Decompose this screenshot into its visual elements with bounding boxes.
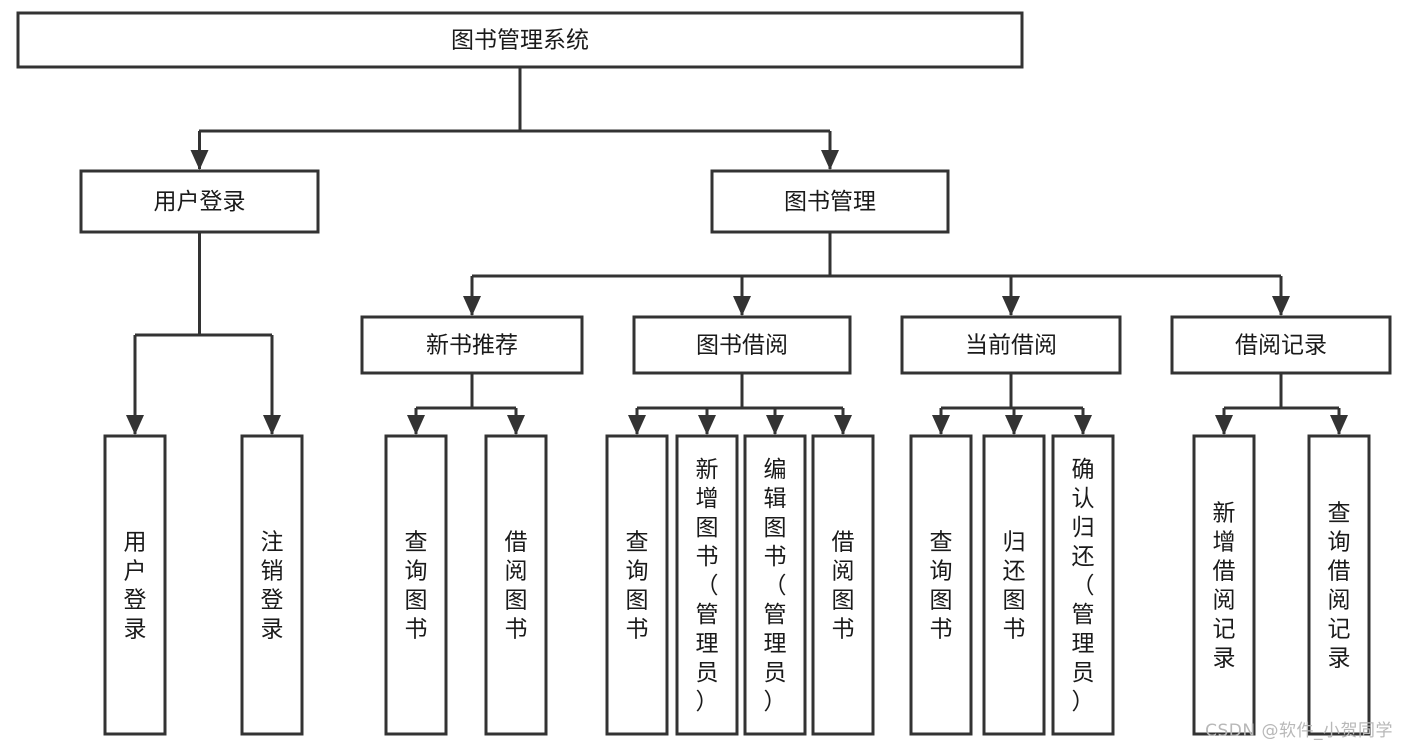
arrow-head-icon-leaf-query-book-recommend: [407, 415, 425, 435]
node-leaf-return-book-box[interactable]: [982, 434, 1046, 736]
node-book-borrow-box[interactable]: [632, 315, 852, 375]
node-leaf-confirm-return[interactable]: 确认归还（管理员）: [1051, 434, 1115, 736]
node-leaf-edit-book-box[interactable]: [743, 434, 807, 736]
node-leaf-query-book-recommend-label: 查询图书: [405, 530, 428, 643]
arrow-head-icon-leaf-add-book: [698, 415, 716, 435]
node-leaf-query-record-label: 查询借阅记录: [1328, 501, 1351, 672]
node-current-borrow[interactable]: 当前借阅: [900, 315, 1122, 375]
node-root-box[interactable]: [16, 11, 1024, 69]
node-leaf-borrow-book[interactable]: 借阅图书: [811, 434, 875, 736]
node-user-login-box[interactable]: [79, 169, 320, 234]
arrow-head-icon-leaf-query-book-borrow: [628, 415, 646, 435]
node-leaf-add-record-label: 新增借阅记录: [1213, 501, 1236, 672]
nodes-layer: 图书管理系统用户登录图书管理新书推荐图书借阅当前借阅借阅记录用户登录注销登录查询…: [16, 11, 1392, 736]
arrow-head-icon-borrow-record: [1272, 296, 1290, 316]
arrow-head-icon-user-login: [190, 150, 209, 170]
node-leaf-query-book-current[interactable]: 查询图书: [909, 434, 973, 736]
node-current-borrow-box[interactable]: [900, 315, 1122, 375]
arrow-head-icon-leaf-add-record: [1215, 415, 1233, 435]
node-leaf-borrow-book-label: 借阅图书: [832, 530, 855, 643]
node-leaf-edit-book-label: 编辑图书（管理员）: [764, 457, 787, 715]
node-leaf-query-record-box[interactable]: [1307, 434, 1371, 736]
node-leaf-borrow-book-recommend-label: 借阅图书: [505, 530, 528, 643]
node-new-book-recommend-label: 新书推荐: [426, 333, 518, 359]
node-leaf-query-book-current-box[interactable]: [909, 434, 973, 736]
node-book-borrow[interactable]: 图书借阅: [632, 315, 852, 375]
arrow-head-icon-leaf-edit-book: [766, 415, 784, 435]
node-leaf-query-book-current-label: 查询图书: [930, 530, 953, 643]
node-borrow-record-box[interactable]: [1170, 315, 1392, 375]
arrow-head-icon-leaf-confirm-return: [1074, 415, 1092, 435]
node-leaf-query-book-recommend-box[interactable]: [384, 434, 448, 736]
node-leaf-logout-label: 注销登录: [261, 530, 284, 643]
arrow-head-icon-leaf-user-login: [126, 415, 144, 435]
node-leaf-add-book[interactable]: 新增图书（管理员）: [675, 434, 739, 736]
node-borrow-record-label: 借阅记录: [1235, 333, 1327, 359]
node-leaf-user-login-label: 用户登录: [124, 530, 147, 643]
arrow-head-icon-leaf-return-book: [1005, 415, 1023, 435]
node-leaf-add-record-box[interactable]: [1192, 434, 1256, 736]
arrow-head-icon-book-management: [821, 150, 839, 170]
node-root[interactable]: 图书管理系统: [16, 11, 1024, 69]
node-leaf-return-book-label: 归还图书: [1003, 530, 1026, 643]
node-book-management[interactable]: 图书管理: [710, 169, 950, 234]
arrow-head-icon-book-borrow: [733, 296, 751, 316]
node-leaf-query-book-borrow-label: 查询图书: [626, 530, 649, 643]
arrow-head-icon-leaf-borrow-book-recommend: [507, 415, 525, 435]
node-book-borrow-label: 图书借阅: [696, 333, 788, 359]
arrow-head-icon-leaf-query-record: [1330, 415, 1348, 435]
node-new-book-recommend-box[interactable]: [360, 315, 584, 375]
arrow-head-icon-leaf-query-book-current: [932, 415, 950, 435]
node-leaf-edit-book[interactable]: 编辑图书（管理员）: [743, 434, 807, 736]
node-root-label: 图书管理系统: [451, 28, 589, 54]
node-leaf-confirm-return-label: 确认归还（管理员）: [1072, 457, 1095, 715]
node-leaf-return-book[interactable]: 归还图书: [982, 434, 1046, 736]
connectors-layer: [126, 67, 1348, 435]
node-leaf-logout-box[interactable]: [240, 434, 304, 736]
node-leaf-query-book-borrow-box[interactable]: [605, 434, 669, 736]
node-book-management-label: 图书管理: [784, 189, 876, 215]
arrow-head-icon-new-book-recommend: [463, 296, 481, 316]
node-leaf-borrow-book-recommend-box[interactable]: [484, 434, 548, 736]
node-leaf-query-book-borrow[interactable]: 查询图书: [605, 434, 669, 736]
node-user-login[interactable]: 用户登录: [79, 169, 320, 234]
arrow-head-icon-leaf-logout: [263, 415, 281, 435]
node-leaf-borrow-book-recommend[interactable]: 借阅图书: [484, 434, 548, 736]
node-leaf-query-record[interactable]: 查询借阅记录: [1307, 434, 1371, 736]
node-leaf-user-login[interactable]: 用户登录: [103, 434, 167, 736]
node-new-book-recommend[interactable]: 新书推荐: [360, 315, 584, 375]
node-borrow-record[interactable]: 借阅记录: [1170, 315, 1392, 375]
node-book-management-box[interactable]: [710, 169, 950, 234]
node-leaf-logout[interactable]: 注销登录: [240, 434, 304, 736]
node-leaf-borrow-book-box[interactable]: [811, 434, 875, 736]
node-leaf-add-book-label: 新增图书（管理员）: [696, 457, 719, 715]
node-leaf-add-book-box[interactable]: [675, 434, 739, 736]
node-leaf-query-book-recommend[interactable]: 查询图书: [384, 434, 448, 736]
node-leaf-add-record[interactable]: 新增借阅记录: [1192, 434, 1256, 736]
arrow-head-icon-current-borrow: [1002, 296, 1020, 316]
node-current-borrow-label: 当前借阅: [965, 333, 1057, 359]
arrow-head-icon-leaf-borrow-book: [834, 415, 852, 435]
node-leaf-confirm-return-box[interactable]: [1051, 434, 1115, 736]
node-leaf-user-login-box[interactable]: [103, 434, 167, 736]
node-user-login-label: 用户登录: [154, 189, 246, 215]
